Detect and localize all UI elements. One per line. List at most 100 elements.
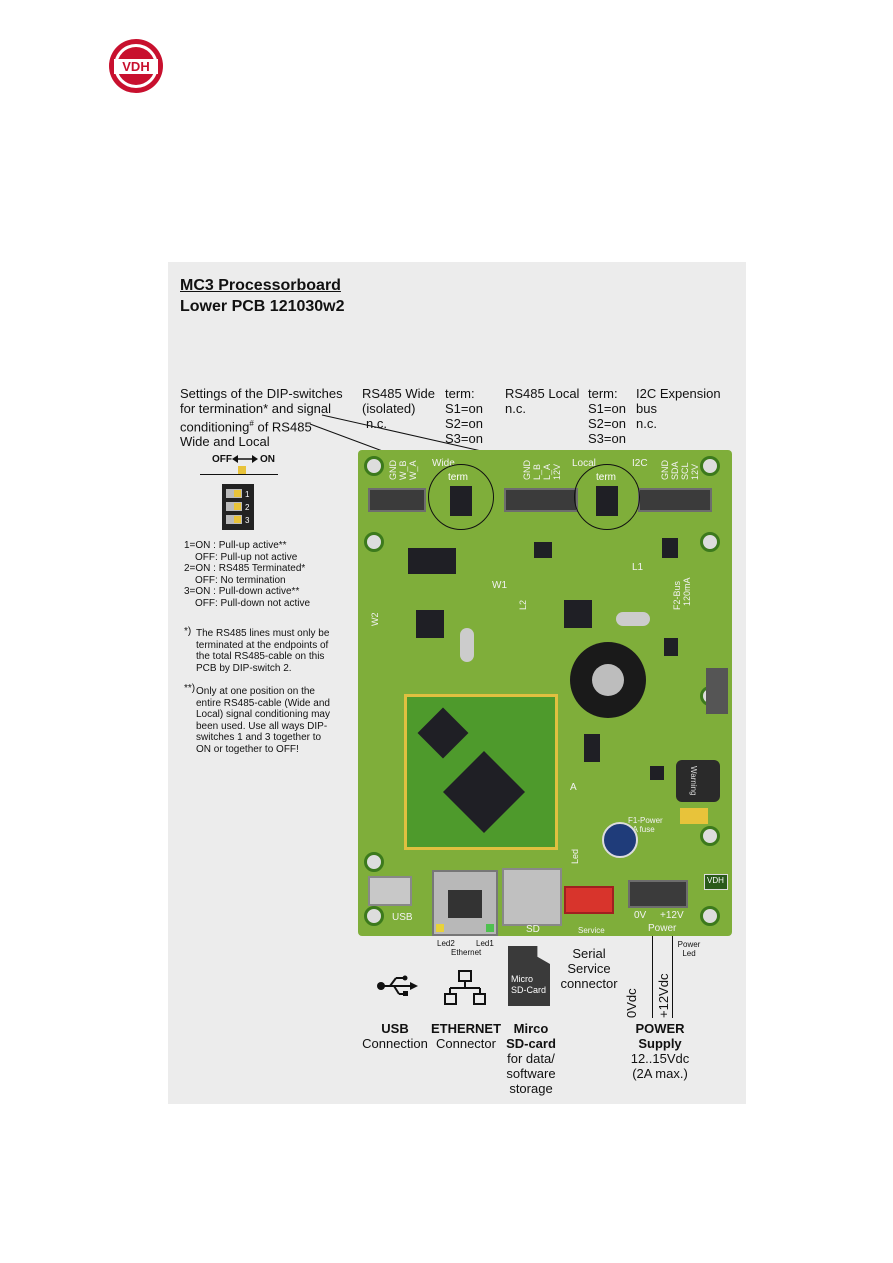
pcb-i2c: I2C [632, 458, 648, 469]
pcb-l2: L2 [518, 599, 528, 610]
ic-small [534, 542, 552, 558]
crystal [616, 612, 650, 626]
note2-mark: **) [184, 683, 196, 694]
dip-divider [200, 474, 278, 475]
logo-text: VDH [122, 59, 149, 74]
pcb-0v: 0V [634, 910, 647, 921]
term-wide: term [448, 472, 468, 483]
term-circle-wide [428, 464, 494, 530]
inductor: Warning [676, 760, 720, 802]
dip-intro-2: for termination* and signal [180, 401, 332, 416]
plus12-vdc: +12Vdc [656, 973, 671, 1018]
pcb-local: Local [572, 458, 596, 469]
pcb-power: Power [648, 923, 677, 934]
term-local: term [596, 472, 616, 483]
local-connector [504, 488, 578, 512]
wide-pin-3: W_A [408, 460, 418, 480]
i2c-connector [638, 488, 712, 512]
ic-small-2 [650, 766, 664, 780]
local-pin-1: GND [522, 460, 532, 480]
crystal [460, 628, 474, 662]
note1-mark: *) [184, 626, 192, 637]
mount-hole [700, 532, 720, 552]
vdh-mark: VDH [704, 874, 728, 890]
term-circle-local [574, 464, 640, 530]
mount-hole [364, 532, 384, 552]
pcb-wide: Wide [432, 458, 455, 469]
dip-switch-body: 1 2 3 [222, 484, 254, 530]
ic-memory [417, 707, 469, 759]
ethernet-small: Ethernet [451, 948, 482, 957]
pcb-f2-2: 120mA [682, 577, 692, 606]
i2c-pin-3: SCL [680, 462, 690, 480]
mount-hole [700, 906, 720, 926]
vdh-logo: VDH [109, 39, 163, 93]
pcb-board: GND W_B W_A Wide GND L_B L_A 12V Local I… [358, 450, 732, 936]
ic-isolator [408, 548, 456, 574]
dip-intro-3: conditioning# of RS485 [180, 419, 312, 435]
dip-local [596, 486, 618, 516]
legend-3-on: 3=ON : Pull-down active** [184, 586, 300, 597]
legend-1-on: 1=ON : Pull-up active** [184, 540, 287, 551]
ic-i2c [662, 538, 678, 558]
dip-wide [450, 486, 472, 516]
pcb-w2: W2 [370, 612, 380, 627]
side-connector [706, 668, 728, 714]
pcb-service: Service [578, 926, 605, 935]
i2c-pin-2: SDA [670, 461, 680, 480]
power-connector [628, 880, 688, 908]
local-pin-2: L_B [532, 463, 542, 480]
inductor-label: Warning [689, 766, 698, 796]
title-line2: Lower PCB 121030w2 [180, 298, 345, 315]
dip-intro-1: Settings of the DIP-switches [180, 386, 343, 401]
mount-hole [364, 852, 384, 872]
mount-hole [700, 456, 720, 476]
off-label: OFF [212, 454, 232, 465]
usb-icon [377, 975, 418, 996]
ic-reg [584, 734, 600, 762]
dip-legend: 1=ON : Pull-up active** OFF: Pull-up not… [184, 540, 354, 609]
legend-2-off: OFF: No termination [195, 574, 286, 586]
usb-port [368, 876, 412, 906]
led1-label: Led1 [476, 939, 494, 948]
dip-intro-5: Wide and Local [180, 434, 270, 450]
wire-0v [652, 936, 653, 1018]
i2c-pin-4: 12V [690, 463, 700, 480]
sd-slot [502, 868, 562, 926]
capacitor [680, 808, 708, 824]
legend-1-off: OFF: Pull-up not active [195, 551, 298, 563]
pcb-a: A [570, 782, 577, 793]
local-pin-3: L_A [542, 463, 552, 480]
wide-connector [368, 488, 426, 512]
pcb-w1: W1 [492, 580, 507, 591]
on-label: ON [260, 454, 275, 465]
rs485-wide-label: RS485 Wide(isolated)n.c. [362, 386, 435, 431]
ic-l2 [564, 600, 592, 628]
legend-3-off: OFF: Pull-down not active [195, 597, 311, 609]
buzzer [570, 642, 646, 718]
pcb-sd: SD [526, 924, 540, 935]
mount-hole [700, 826, 720, 846]
led2-label: Led2 [437, 939, 455, 948]
pcb-led: Led [570, 848, 580, 864]
i2c-pin-1: GND [660, 460, 670, 480]
ic-w2 [416, 610, 444, 638]
pcb-f2-1: F2-Bus [672, 580, 682, 610]
legend-2-on: 2=ON : RS485 Terminated* [184, 563, 306, 574]
mount-hole [364, 906, 384, 926]
pcb-12v: +12V [660, 910, 684, 921]
mount-hole [364, 456, 384, 476]
wide-pin-2: W_B [398, 460, 408, 480]
ic-f2 [664, 638, 678, 656]
